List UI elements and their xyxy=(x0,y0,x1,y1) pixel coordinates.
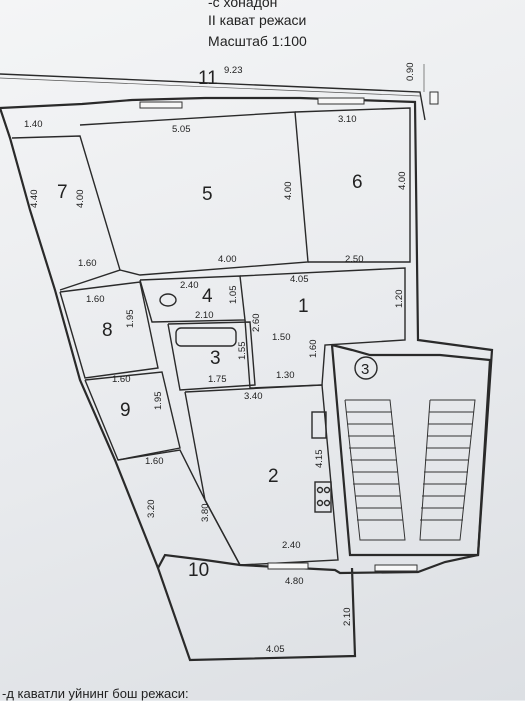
dim-4-width: 2.40 xyxy=(180,280,199,291)
dim-10-bottom2: 4.05 xyxy=(266,644,285,655)
sink-icon xyxy=(311,411,327,439)
room-8-walls xyxy=(59,281,159,379)
dim-6-top: 3.10 xyxy=(338,114,357,125)
stairwell-walls xyxy=(330,343,492,557)
left-outer-wall xyxy=(0,107,160,569)
dim-7-inner: 4.00 xyxy=(75,190,86,209)
dim-1-top: 4.05 xyxy=(290,274,309,285)
dim-2-bottom: 2.40 xyxy=(282,540,301,551)
dim-1-middle: 1.50 xyxy=(272,332,291,343)
window xyxy=(429,91,439,105)
dim-11-height: 0.90 xyxy=(405,63,416,82)
dim-3-bottom: 1.75 xyxy=(208,374,227,385)
room-number-8: 8 xyxy=(102,320,113,341)
dim-4-bottom: 2.10 xyxy=(195,310,214,321)
dim-4-height: 1.05 xyxy=(228,286,239,305)
room-7-walls xyxy=(11,135,121,291)
dim-2-height: 4.15 xyxy=(314,450,325,469)
dim-5-top: 5.05 xyxy=(172,124,191,135)
dim-1-right2: 1.60 xyxy=(308,340,319,359)
toilet-icon xyxy=(159,293,177,307)
room-number-10: 10 xyxy=(188,560,209,581)
room-number-3: 3 xyxy=(210,348,221,369)
room-number-5: 5 xyxy=(202,184,213,205)
footer-caption: -д каватли уйнинг бош режаси: xyxy=(2,686,189,701)
header-floor-plan: II кават режаси xyxy=(208,12,307,28)
room-number-9: 9 xyxy=(120,400,131,421)
outer-wall xyxy=(0,96,494,662)
stair-label-circle xyxy=(354,356,378,380)
dim-8-width: 1.60 xyxy=(86,294,105,305)
bathtub-icon xyxy=(175,327,237,347)
dim-6-height: 4.00 xyxy=(397,172,408,191)
room-1-walls xyxy=(239,267,406,389)
room-number-4: 4 xyxy=(202,286,213,307)
room-number-7: 7 xyxy=(57,182,68,203)
room-number-6: 6 xyxy=(352,172,363,193)
dim-1-left: 2.60 xyxy=(251,314,262,333)
dim-3-height: 1.55 xyxy=(237,342,248,361)
dim-10-height: 3.20 xyxy=(146,500,157,519)
dim-2-top: 3.40 xyxy=(244,391,263,402)
room-3-walls xyxy=(167,321,256,391)
dim-1-right: 1.20 xyxy=(394,290,405,309)
stove-icon xyxy=(314,481,332,513)
dim-10-width: 1.60 xyxy=(145,456,164,467)
dim-6-bottom: 2.50 xyxy=(345,254,364,265)
dim-7-height: 4.40 xyxy=(29,190,40,209)
window xyxy=(139,101,183,109)
dim-9-width: 1.60 xyxy=(112,374,131,385)
dim-2-left: 3.80 xyxy=(200,504,211,523)
burner-icon xyxy=(323,499,331,507)
room-number-11: 11 xyxy=(198,68,218,89)
dim-9-height: 1.95 xyxy=(153,392,164,411)
burner-icon xyxy=(316,499,324,507)
header-scale: Масштаб 1:100 xyxy=(208,33,307,49)
room-number-2: 2 xyxy=(268,466,279,487)
room-number-1: 1 xyxy=(298,296,309,317)
stair-steps xyxy=(344,399,476,541)
dim-7-width: 1.40 xyxy=(24,119,43,130)
room-9-walls xyxy=(84,371,181,461)
header-title-partial: -с хонадон xyxy=(208,0,278,10)
dim-line-11 xyxy=(0,77,421,97)
dim-5-bottom: 4.00 xyxy=(218,254,237,265)
dim-1-bottom: 1.30 xyxy=(276,370,295,381)
window xyxy=(317,97,365,105)
dim-10-right: 2.10 xyxy=(342,608,353,627)
dim-8-height: 1.95 xyxy=(125,310,136,329)
dim-11-length: 9.23 xyxy=(224,65,243,76)
stair-number: 3 xyxy=(361,361,369,378)
window xyxy=(374,564,418,572)
balcony-11-outline xyxy=(0,73,426,121)
dim-7-bottom: 1.60 xyxy=(78,258,97,269)
dim-5-height: 4.00 xyxy=(283,182,294,201)
window xyxy=(267,562,309,570)
room-6-walls xyxy=(294,107,411,263)
room-10-walls xyxy=(117,449,241,566)
burner-icon xyxy=(316,486,324,494)
burner-icon xyxy=(323,486,331,494)
dim-10-bottom: 4.80 xyxy=(285,576,304,587)
